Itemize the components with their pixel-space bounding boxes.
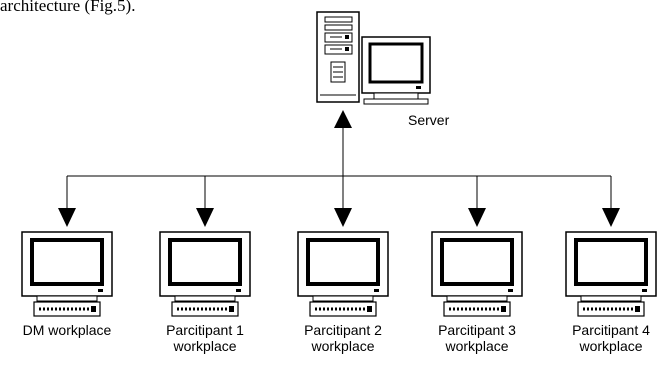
workplace-arrowhead bbox=[468, 208, 486, 227]
keyboard-icon bbox=[171, 301, 239, 317]
workplace-label: Parcitipant 1 workplace bbox=[166, 322, 244, 354]
server-label: Server bbox=[408, 112, 450, 128]
workplace-3 bbox=[297, 176, 389, 317]
workplace-label: Parcitipant 4 workplace bbox=[572, 322, 650, 354]
monitor-icon bbox=[297, 231, 389, 302]
workplace-1 bbox=[21, 176, 113, 317]
workplace-5 bbox=[565, 176, 657, 317]
workplace-label: Parcitipant 3 workplace bbox=[438, 322, 516, 354]
keyboard-icon bbox=[443, 301, 511, 317]
keyboard-icon bbox=[309, 301, 377, 317]
monitor-icon bbox=[431, 231, 523, 302]
server-arrowhead bbox=[334, 110, 352, 128]
workplace-label: Parcitipant 2 workplace bbox=[304, 322, 382, 354]
workplace-arrowhead bbox=[334, 208, 352, 227]
keyboard-icon bbox=[577, 301, 645, 317]
workplace-label: DM workplace bbox=[22, 322, 112, 338]
workplace-4 bbox=[431, 176, 523, 317]
server-tower-icon bbox=[316, 11, 360, 103]
caption-fragment: architecture (Fig.5). bbox=[0, 0, 136, 15]
workplace-arrowhead bbox=[58, 208, 76, 227]
monitor-icon bbox=[21, 231, 113, 302]
monitor-icon bbox=[159, 231, 251, 302]
workplace-arrowhead bbox=[602, 208, 620, 227]
server-monitor-icon bbox=[361, 36, 431, 105]
monitor-icon bbox=[565, 231, 657, 302]
keyboard-icon bbox=[33, 301, 101, 317]
workplace-arrowhead bbox=[196, 208, 214, 227]
workplace-2 bbox=[159, 176, 251, 317]
